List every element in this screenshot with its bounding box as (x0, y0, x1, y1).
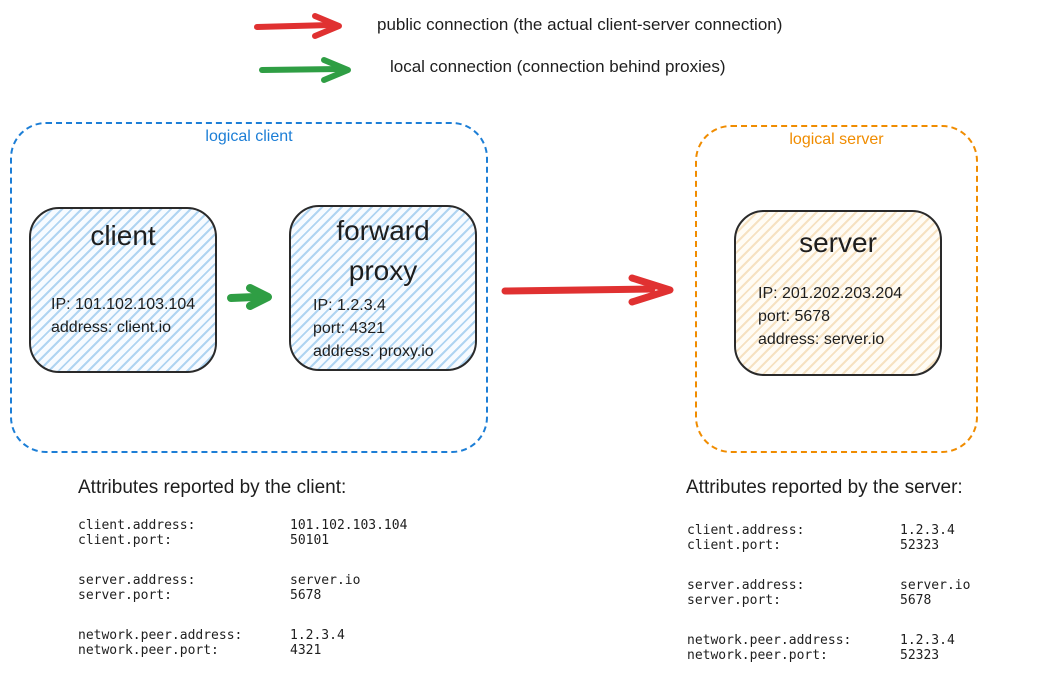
attr-row: client.address: 1.2.3.4 (687, 523, 970, 538)
attr-key: server.address: (687, 578, 805, 593)
attr-row: server.port: 5678 (78, 588, 407, 603)
attributes-client-table: client.address: 101.102.103.104 client.p… (78, 518, 407, 683)
legend-public-connection-label: public connection (the actual client-ser… (377, 15, 783, 34)
attr-value: server.io (900, 578, 971, 593)
logical-client-group-box: logical client client IP: 101.102.103.10… (10, 122, 488, 453)
logical-server-group-box: logical server server IP: 201.202.203.20… (695, 125, 978, 453)
logical-client-label: logical client (205, 128, 293, 145)
green-arrow-right-icon (258, 56, 364, 84)
attr-value: 52323 (900, 538, 940, 553)
attr-key: client.port: (687, 538, 781, 553)
attr-key: network.peer.address: (687, 633, 852, 648)
attr-key: server.address: (78, 573, 196, 588)
attr-value: 4321 (290, 643, 322, 658)
attr-key: client.address: (687, 523, 805, 538)
attr-key: network.peer.address: (78, 628, 243, 643)
server-node: server IP: 201.202.203.204 port: 5678 ad… (734, 210, 942, 376)
attr-key: client.port: (78, 533, 172, 548)
attributes-server-table: client.address: 1.2.3.4 client.port: 523… (687, 523, 970, 686)
server-node-port: port: 5678 (758, 308, 831, 325)
attr-key: network.peer.port: (687, 648, 828, 663)
attr-key: server.port: (687, 593, 781, 608)
attr-row: server.address: server.io (687, 578, 970, 593)
attr-row: server.port: 5678 (687, 593, 970, 608)
attr-row: network.peer.address: 1.2.3.4 (78, 628, 407, 643)
client-node-ip: IP: 101.102.103.104 (51, 296, 196, 313)
logical-server-label: logical server (789, 131, 884, 148)
public-connection-arrow (500, 274, 686, 306)
attr-value: 101.102.103.104 (290, 518, 408, 533)
attr-value: server.io (290, 573, 361, 588)
server-node-title: server (799, 227, 877, 258)
local-connection-arrow (226, 283, 278, 311)
forward-proxy-title-line2: proxy (348, 255, 418, 286)
attr-value: 1.2.3.4 (900, 523, 955, 538)
attr-key: client.address: (78, 518, 196, 533)
attr-key: network.peer.port: (78, 643, 219, 658)
attr-row: network.peer.port: 4321 (78, 643, 407, 658)
attr-key: server.port: (78, 588, 172, 603)
red-arrow-right-icon (253, 12, 355, 40)
attr-value: 5678 (290, 588, 322, 603)
attr-value: 52323 (900, 648, 940, 663)
forward-proxy-node: forward proxy IP: 1.2.3.4 port: 4321 add… (289, 205, 477, 371)
forward-proxy-ip: IP: 1.2.3.4 (313, 297, 386, 314)
attr-value: 1.2.3.4 (290, 628, 345, 643)
attr-row: network.peer.address: 1.2.3.4 (687, 633, 970, 648)
attributes-server-title: Attributes reported by the server: (686, 477, 963, 498)
attr-row: server.address: server.io (78, 573, 407, 588)
attr-row: client.port: 52323 (687, 538, 970, 553)
forward-proxy-port: port: 4321 (313, 320, 386, 337)
forward-proxy-address: address: proxy.io (313, 343, 434, 360)
attr-row: network.peer.port: 52323 (687, 648, 970, 663)
forward-proxy-title-line1: forward (336, 215, 430, 246)
attr-row: client.address: 101.102.103.104 (78, 518, 407, 533)
legend-local-connection-label: local connection (connection behind prox… (390, 57, 726, 76)
attr-value: 50101 (290, 533, 330, 548)
client-node: client IP: 101.102.103.104 address: clie… (29, 207, 217, 373)
attr-value: 1.2.3.4 (900, 633, 955, 648)
client-node-title: client (90, 220, 156, 251)
client-node-address: address: client.io (51, 319, 172, 336)
attributes-client-title: Attributes reported by the client: (78, 477, 347, 498)
attr-row: client.port: 50101 (78, 533, 407, 548)
server-node-ip: IP: 201.202.203.204 (758, 285, 903, 302)
server-node-address: address: server.io (758, 331, 885, 348)
attr-value: 5678 (900, 593, 932, 608)
